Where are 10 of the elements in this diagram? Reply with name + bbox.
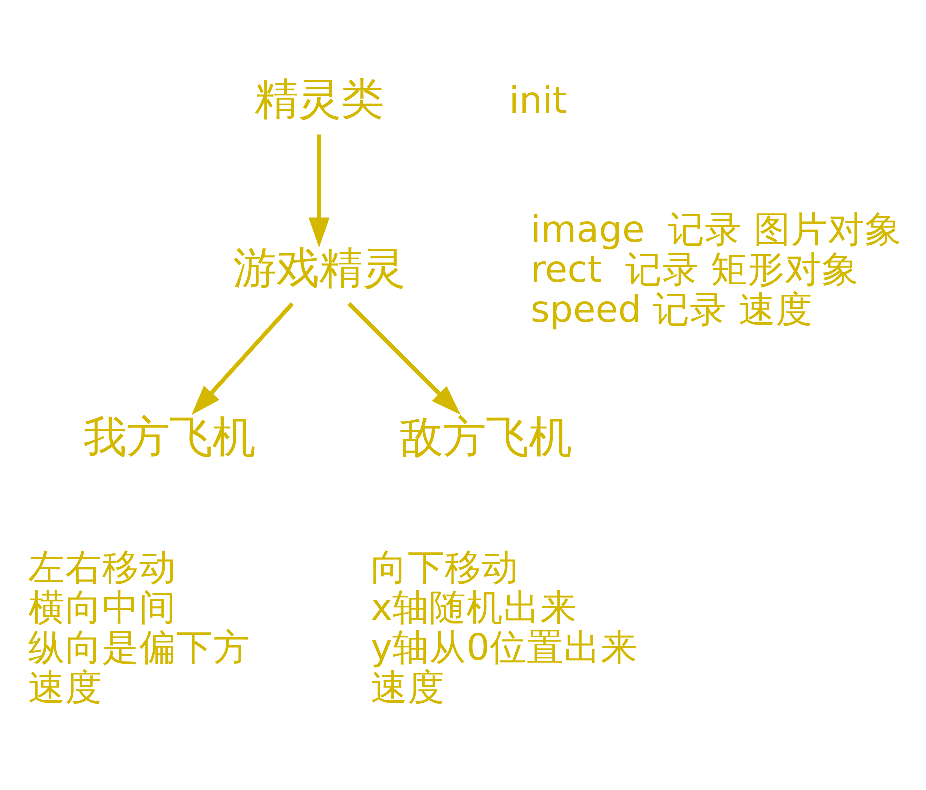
node-text: 游戏精灵 <box>233 244 406 294</box>
node-label: init <box>509 78 568 122</box>
node-label: image 记录 图片对象 <box>530 208 902 251</box>
arrow <box>348 302 461 416</box>
arrow <box>308 134 330 248</box>
node-text: 我方飞机 <box>83 413 256 464</box>
node-label: speed 记录 速度 <box>530 288 813 331</box>
node-text: 精灵类 <box>254 74 384 125</box>
node-text: 敌方飞机 <box>400 413 572 464</box>
arrow <box>192 302 294 416</box>
